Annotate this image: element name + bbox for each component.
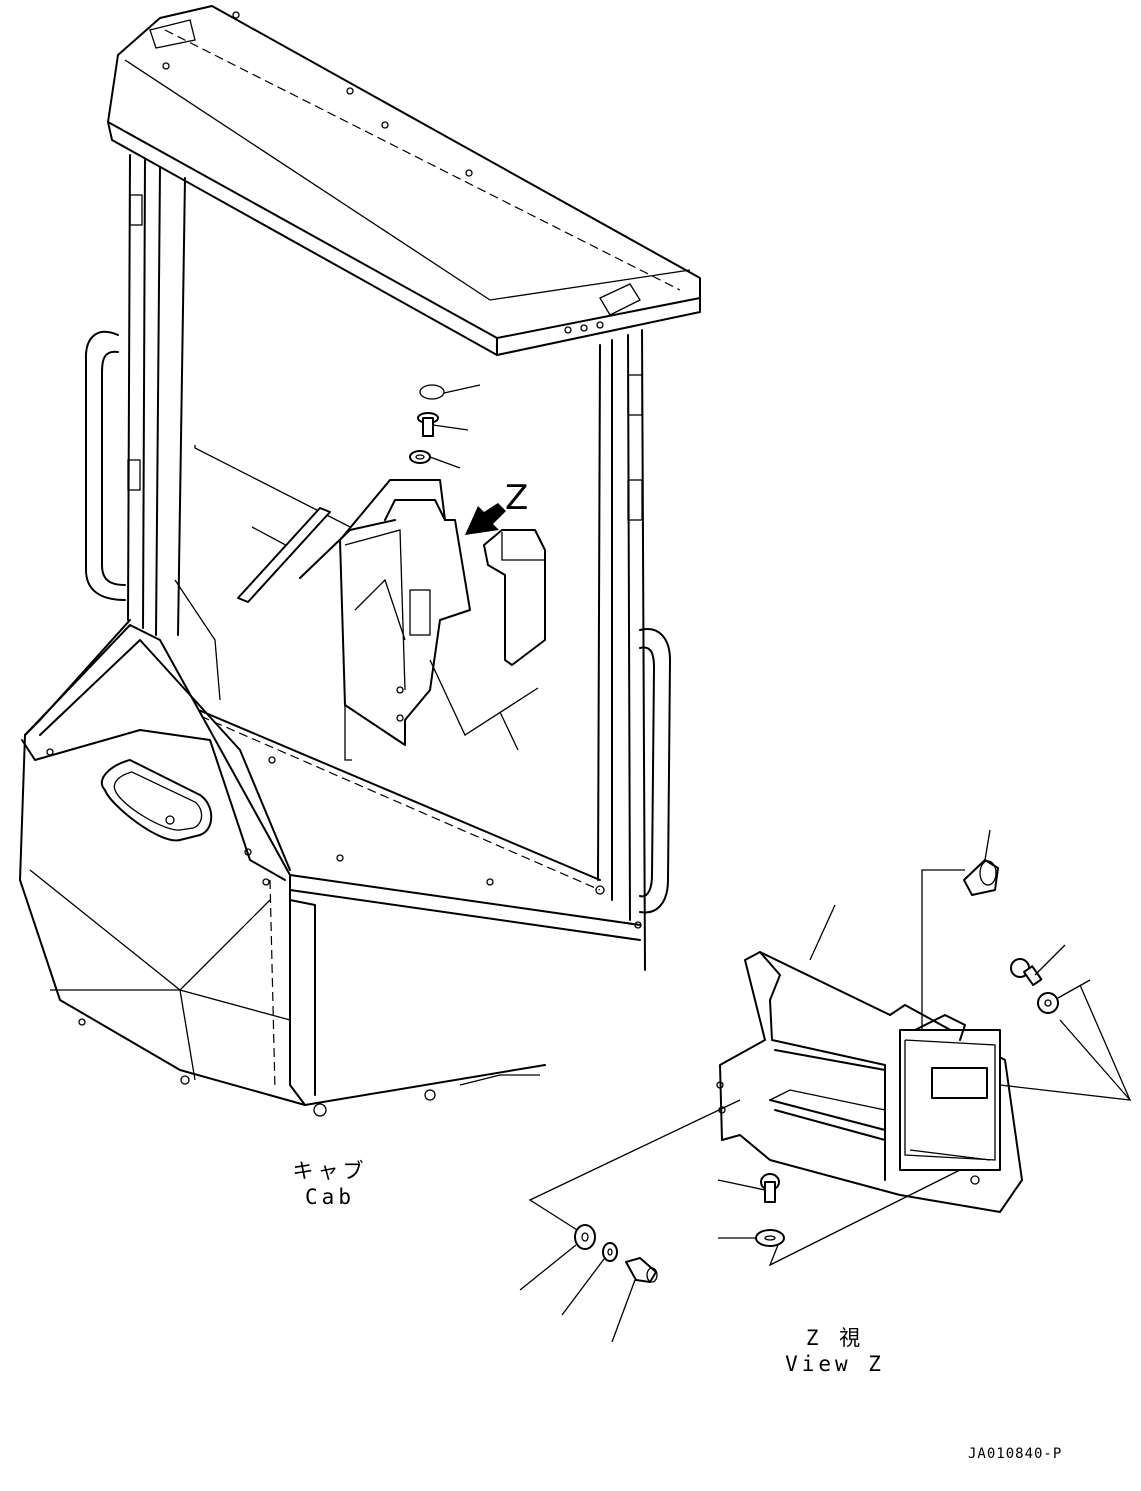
cab-lower-console bbox=[19, 619, 546, 1117]
cab-roof bbox=[107, 5, 701, 356]
cab-frame bbox=[84, 154, 671, 971]
cab-label-jp: キャブ bbox=[292, 1159, 368, 1183]
z-view-marker: Z bbox=[505, 478, 529, 518]
view-z-label-jp: Z 視 bbox=[805, 1326, 865, 1350]
drawing-number: JA010840-P bbox=[968, 1446, 1063, 1462]
exploded-parts-cab bbox=[194, 384, 546, 761]
cab-label-en: Cab bbox=[305, 1185, 355, 1209]
view-z-label-en: View Z bbox=[785, 1352, 885, 1376]
view-z-detail bbox=[519, 829, 1132, 1343]
